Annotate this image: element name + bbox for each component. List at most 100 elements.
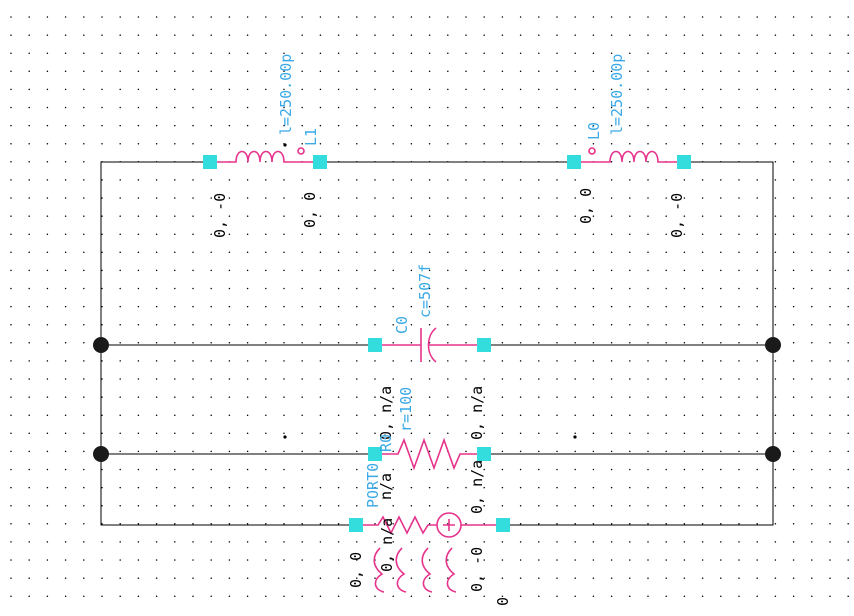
grid-dot: [629, 305, 631, 308]
grid-dot: [847, 323, 849, 326]
grid-dot: [228, 323, 231, 326]
grid-dot: [738, 34, 740, 36]
grid-dot: [265, 432, 267, 435]
grid-dot: [301, 342, 303, 344]
grid-dot: [629, 450, 631, 453]
grid-dot: [610, 106, 613, 109]
pin-port0-right[interactable]: [496, 518, 510, 532]
grid-dot: [829, 16, 831, 18]
grid-dot: [137, 287, 140, 290]
grid-dot: [665, 70, 667, 73]
grid-dot: [301, 269, 303, 272]
grid-dot: [647, 70, 649, 73]
grid-dot: [556, 106, 558, 109]
junction-left-res[interactable]: [93, 446, 109, 462]
grid-dot: [519, 504, 522, 507]
grid-dot: [392, 595, 394, 597]
grid-dot: [847, 305, 849, 308]
grid-dot: [265, 215, 267, 217]
pin-l0-left[interactable]: [567, 155, 581, 169]
grid-dot: [811, 486, 813, 489]
grid-dot: [447, 541, 449, 543]
pin-l0-right[interactable]: [677, 155, 691, 169]
grid-dot: [10, 142, 12, 145]
grid-dot: [610, 287, 613, 290]
c0-name-label: C0: [393, 316, 411, 334]
pin-l1-left[interactable]: [203, 155, 217, 169]
grid-dot: [665, 305, 667, 308]
grid-dot: [720, 378, 722, 380]
grid-dot: [483, 251, 485, 254]
grid-dot: [756, 70, 758, 73]
capacitor-c0[interactable]: [375, 327, 484, 363]
grid-dot: [155, 595, 158, 597]
grid-dot: [683, 124, 686, 127]
grid-dot: [319, 233, 322, 235]
grid-dot: [519, 396, 522, 398]
pin-port0-left[interactable]: [349, 518, 363, 532]
grid-dot: [738, 432, 740, 435]
grid-dot: [519, 450, 522, 453]
grid-dot: [119, 523, 121, 525]
grid-dot: [374, 323, 376, 326]
grid-dot: [64, 251, 67, 254]
junction-right-res[interactable]: [765, 446, 781, 462]
grid-dot: [265, 287, 267, 290]
junction-left-cap[interactable]: [93, 337, 109, 353]
grid-dot: [83, 468, 85, 471]
grid-dot: [629, 504, 631, 507]
grid-dot: [629, 197, 631, 199]
grid-dot: [665, 287, 667, 290]
grid-dot: [246, 432, 249, 435]
grid-dot: [10, 52, 12, 54]
grid-dot: [119, 269, 121, 272]
grid-dot: [574, 251, 576, 254]
grid-dot: [155, 269, 158, 272]
grid-dot: [847, 88, 849, 91]
grid-dot: [137, 595, 140, 597]
grid-dot: [246, 450, 249, 453]
grid-dot: [265, 34, 267, 36]
junction-right-cap[interactable]: [765, 337, 781, 353]
grid-dot: [64, 287, 67, 290]
grid-dot: [356, 450, 358, 453]
grid-dot: [10, 396, 12, 398]
grid-dot: [10, 595, 12, 597]
inductor-l0[interactable]: [574, 147, 684, 163]
grid-dot: [447, 251, 449, 254]
grid-dot: [465, 396, 467, 398]
pin-l1-right[interactable]: [313, 155, 327, 169]
grid-dot: [683, 16, 686, 18]
grid-dot: [774, 504, 777, 507]
grid-dot: [374, 468, 376, 471]
grid-dot: [519, 342, 522, 344]
grid-dot: [556, 432, 558, 435]
grid-dot: [283, 396, 285, 398]
grid-dot: [501, 16, 504, 18]
grid-dot: [337, 450, 340, 453]
grid-dot: [483, 179, 485, 181]
grid-dot: [28, 34, 30, 36]
grid-dot: [374, 70, 376, 73]
grid-dot: [556, 577, 558, 579]
c0-pin-right-label: 0, n/a: [468, 386, 486, 440]
pin-c0-left[interactable]: [368, 338, 382, 352]
grid-dot: [228, 215, 231, 217]
inductor-l1[interactable]: [210, 147, 320, 163]
grid-dot: [829, 251, 831, 254]
pin-r0-right[interactable]: [477, 447, 491, 461]
grid-dot: [792, 342, 795, 344]
grid-dot: [829, 287, 831, 290]
pin-c0-right[interactable]: [477, 338, 491, 352]
r0-value-label: r=100: [397, 387, 415, 432]
grid-dot: [811, 323, 813, 326]
resistor-r0[interactable]: [375, 437, 484, 471]
grid-dot: [501, 142, 504, 145]
grid-dot: [465, 251, 467, 254]
port-port0[interactable]: [356, 512, 503, 593]
pin-r0-left[interactable]: [368, 447, 382, 461]
wire-top-right[interactable]: [503, 161, 774, 526]
grid-dot: [83, 269, 85, 272]
grid-dot: [301, 468, 303, 471]
